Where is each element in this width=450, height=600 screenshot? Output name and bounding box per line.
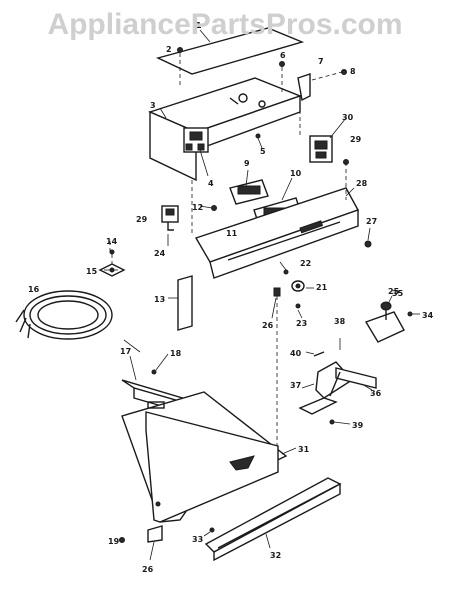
callout-40: 40 <box>290 349 302 358</box>
callout-13: 13 <box>154 295 165 304</box>
callout-25: 25 <box>388 287 400 296</box>
screw-5 <box>255 133 261 139</box>
part-switch-29-left <box>161 205 179 231</box>
callout-37: 37 <box>290 381 301 390</box>
screw-34 <box>407 311 413 317</box>
callout-36: 36 <box>370 389 382 398</box>
callout-12: 12 <box>192 203 203 212</box>
callout-35: 35 <box>392 289 404 298</box>
callout-38: 38 <box>334 317 346 326</box>
screw-6 <box>279 61 285 67</box>
callout-27: 27 <box>366 217 377 226</box>
part-control-panel-28 <box>194 187 360 279</box>
part-housing <box>148 77 303 182</box>
part-22 <box>283 269 289 275</box>
part-rail-32 <box>204 477 342 562</box>
callout-22: 22 <box>300 259 311 268</box>
callout-21: 21 <box>316 283 328 292</box>
callout-31: 31 <box>298 445 310 454</box>
callout-9: 9 <box>244 159 250 168</box>
callout-33: 33 <box>192 535 203 544</box>
part-panel-13 <box>177 275 193 331</box>
screw-18 <box>151 369 157 375</box>
callout-1: 1 <box>196 21 202 30</box>
screw-39 <box>329 419 335 425</box>
screw-12 <box>211 205 217 211</box>
part-clip-25 <box>147 525 163 543</box>
callout-2: 2 <box>166 45 172 54</box>
callout-6: 6 <box>280 51 286 60</box>
callout-32: 32 <box>270 551 281 560</box>
callout-15: 15 <box>86 267 98 276</box>
part-bottom-panel-31 <box>121 391 288 523</box>
screw-19 <box>119 537 125 543</box>
part-wire-harness-16 <box>15 290 113 340</box>
part-26-clip <box>273 287 281 297</box>
screw-8 <box>341 69 347 75</box>
callout-26-lower: 26 <box>142 565 154 574</box>
part-pin-40 <box>313 351 325 357</box>
screw-27 <box>364 240 372 248</box>
callout-10: 10 <box>290 169 302 178</box>
callout-24: 24 <box>154 249 166 258</box>
callout-23: 23 <box>296 319 307 328</box>
callout-18: 18 <box>170 349 182 358</box>
part-23 <box>295 303 301 309</box>
callout-11: 11 <box>226 229 238 238</box>
callout-30: 30 <box>342 113 354 122</box>
part-timer-9 <box>229 179 269 205</box>
callout-3: 3 <box>150 101 156 110</box>
part-switch-30 <box>309 135 333 163</box>
callout-5: 5 <box>260 147 266 156</box>
callout-26-upper: 26 <box>262 321 274 330</box>
callout-34: 34 <box>422 311 434 320</box>
callout-19: 19 <box>108 537 120 546</box>
callout-28: 28 <box>356 179 368 188</box>
callout-39: 39 <box>352 421 364 430</box>
callout-7: 7 <box>318 57 324 66</box>
part-switch-35 <box>364 301 405 343</box>
part-hinge-bracket-36 <box>298 361 377 415</box>
callout-29-right: 29 <box>350 135 362 144</box>
part-top-cover <box>155 27 305 75</box>
screw-33 <box>209 527 215 533</box>
callout-16: 16 <box>28 285 40 294</box>
callout-8: 8 <box>350 67 356 76</box>
callout-labels: 1 2 3 4 5 6 7 8 9 10 11 12 13 14 15 16 1… <box>28 21 434 574</box>
part-bracket-7 <box>297 73 311 102</box>
callout-29-left: 29 <box>136 215 148 224</box>
part-switch-4 <box>183 127 209 153</box>
callout-17: 17 <box>120 347 131 356</box>
screw-2 <box>177 47 183 53</box>
callout-4: 4 <box>208 179 214 188</box>
callout-14: 14 <box>106 237 118 246</box>
screw-14 <box>109 249 115 255</box>
